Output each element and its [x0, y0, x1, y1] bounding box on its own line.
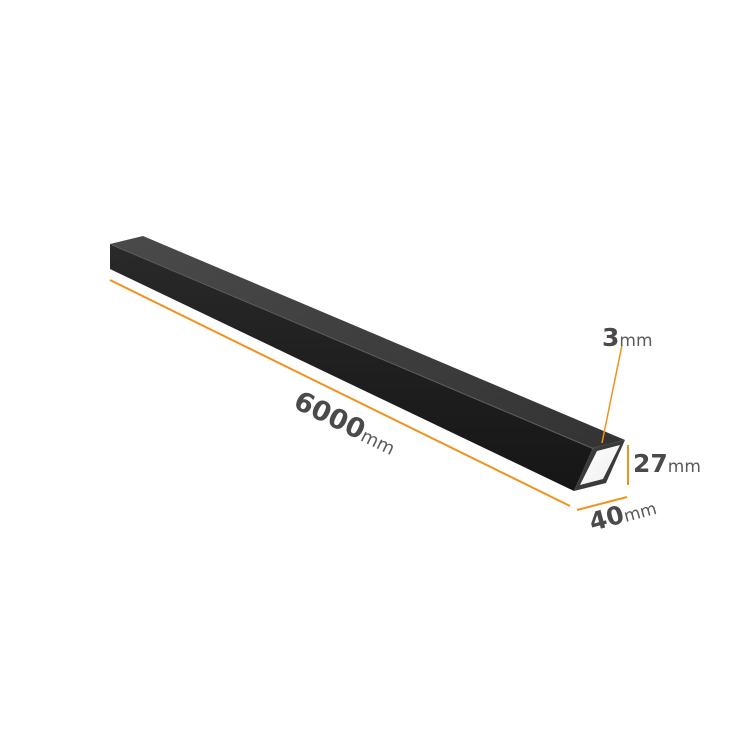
thickness-leader-line — [601, 344, 623, 444]
dimension-lines — [109, 279, 629, 511]
steel-tube — [110, 236, 625, 491]
width-dimension-line — [576, 496, 628, 511]
thickness-label: 3mm — [602, 323, 653, 352]
tube-front-face — [110, 244, 593, 491]
tube-edge-highlight — [111, 244, 595, 450]
height-label: 27mm — [633, 449, 701, 478]
length-dimension-line — [109, 279, 571, 507]
tube-top-face — [110, 236, 625, 448]
tube-hollow-end — [580, 445, 620, 485]
